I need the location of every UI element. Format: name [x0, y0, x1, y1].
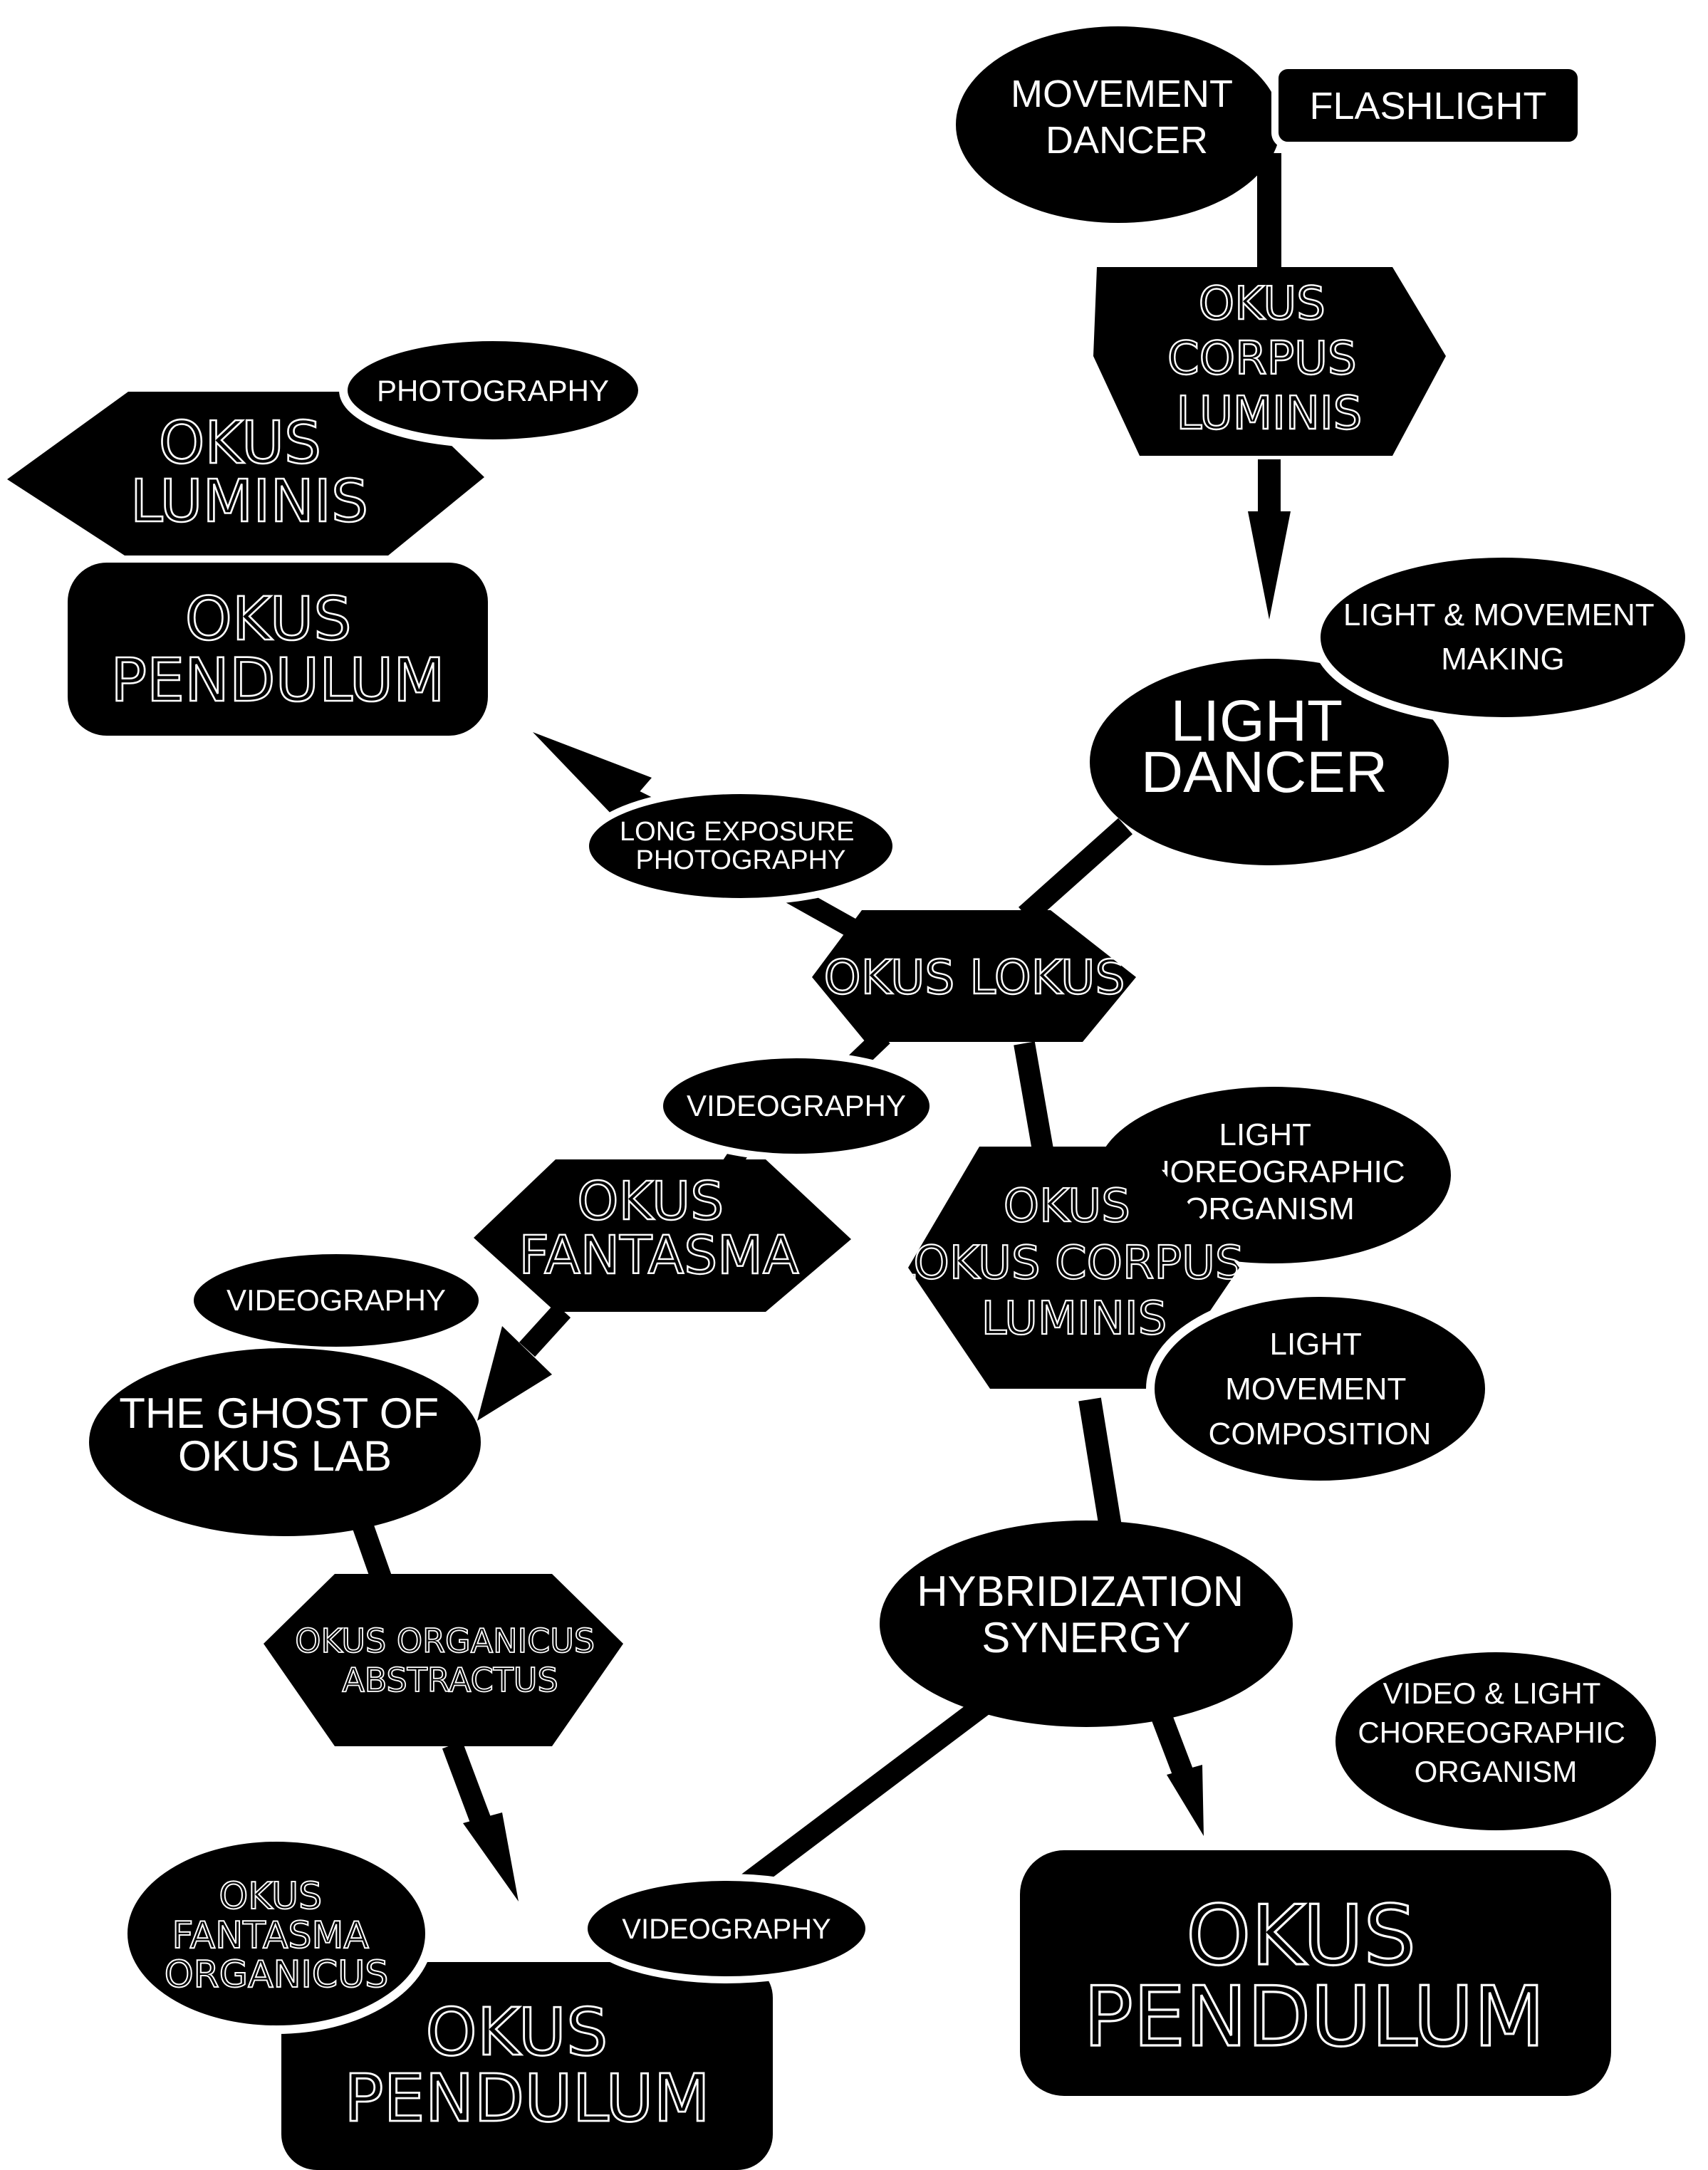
node-okus-corpus-luminis: OKUS CORPUS LUMINIS	[1093, 267, 1446, 456]
okus-luminis-label: OKUS LUMINIS	[130, 410, 368, 536]
node-long-exposure-photography: LONG EXPOSURE PHOTOGRAPHY	[582, 787, 900, 905]
node-okus-fantasma-organicus: OKUS FANTASMA ORGANICUS	[119, 1833, 434, 2034]
okus-lokus-corpus-luminis-hexagon	[908, 1147, 1239, 1389]
node-okus-lokus-corpus-luminis: OKUS LOKUS CORPUS LUMINIS	[889, 1147, 1259, 1389]
hybridization-synergy-label: HYBRIDIZATION SYNERGY	[917, 1567, 1256, 1662]
okus-fantasma-hexagon	[474, 1159, 851, 1312]
node-light-movement-composition: LIGHT MOVEMENT COMPOSITION	[1146, 1288, 1494, 1489]
okus-pendulum-bottom-right-label: OKUS PENDULUM	[1083, 1888, 1545, 2065]
node-movement-dancer: MOVEMENT DANCER	[956, 26, 1281, 223]
edge-hybridization-to-videography-bottom	[730, 1697, 990, 1899]
photography-label: PHOTOGRAPHY	[377, 374, 609, 407]
okus-pendulum-top-left-label: OKUS PENDULUM	[110, 584, 444, 715]
okus-pendulum-top-left-box	[68, 563, 488, 736]
node-okus-pendulum-bottom-right: OKUS PENDULUM	[1020, 1850, 1611, 2096]
node-okus-pendulum-bottom-left: OKUS PENDULUM	[281, 1962, 773, 2170]
videography-left-label: VIDEOGRAPHY	[226, 1283, 446, 1317]
movement-dancer-label: MOVEMENT DANCER	[1011, 73, 1243, 162]
arrow-head-to-okus-pendulum-bottom-left	[463, 1812, 519, 1902]
light-dancer-label: LIGHT DANCER	[1141, 689, 1387, 805]
node-videography-left: VIDEOGRAPHY	[187, 1247, 486, 1354]
arrow-head-to-light-dancer	[1248, 511, 1291, 620]
node-light-dancer: LIGHT DANCER	[1090, 659, 1449, 865]
light-movement-composition-ellipse	[1146, 1288, 1494, 1489]
okus-luminis-hexagon	[7, 392, 484, 555]
long-exposure-photography-label: LONG EXPOSURE PHOTOGRAPHY	[620, 817, 862, 875]
ghost-of-okus-lab-ellipse	[89, 1348, 481, 1536]
video-light-choreographic-organism-label: VIDEO & LIGHT CHOREOGRAPHIC ORGANISM	[1358, 1676, 1633, 1788]
node-okus-pendulum-top-left: OKUS PENDULUM	[68, 563, 488, 736]
photography-ellipse	[339, 333, 647, 448]
okus-organicus-abstractus-hexagon	[264, 1574, 623, 1746]
videography-bottom-label: VIDEOGRAPHY	[622, 1914, 830, 1945]
videography-upper-label: VIDEOGRAPHY	[687, 1089, 906, 1122]
edge-fantasma-to-ghost-lab	[519, 1303, 571, 1357]
okus-lokus-hexagon	[812, 910, 1136, 1042]
videography-left-ellipse	[187, 1247, 486, 1354]
hybridization-synergy-ellipse	[880, 1520, 1293, 1727]
videography-upper-ellipse	[656, 1051, 937, 1161]
long-exposure-photography-ellipse	[582, 787, 900, 905]
movement-dancer-ellipse	[956, 26, 1281, 223]
edge-organicus-to-pendulum-bottom-left	[442, 1741, 495, 1835]
node-videography-bottom: VIDEOGRAPHY	[580, 1874, 873, 1983]
okus-pendulum-bottom-left-box	[281, 1962, 773, 2170]
ghost-of-okus-lab-label: THE GHOST OF OKUS LAB	[119, 1389, 451, 1480]
okus-lokus-label: OKUS LOKUS	[824, 950, 1125, 1005]
light-movement-making-label: LIGHT & MOVEMENT MAKING	[1343, 598, 1662, 677]
okus-lokus-corpus-luminis-label: OKUS LOKUS CORPUS LUMINIS	[890, 1180, 1259, 1345]
node-light-movement-making: LIGHT & MOVEMENT MAKING	[1312, 549, 1694, 726]
okus-corpus-luminis-hexagon	[1093, 267, 1446, 456]
light-dancer-ellipse	[1090, 659, 1449, 865]
okus-corpus-luminis-label: OKUS CORPUS LUMINIS	[1167, 278, 1371, 440]
video-light-choreographic-organism-ellipse	[1335, 1652, 1656, 1830]
edge-lokus-corpus-luminis-to-hybridization	[1078, 1397, 1123, 1533]
light-movement-making-ellipse	[1312, 549, 1694, 726]
node-okus-luminis: OKUS LUMINIS	[7, 392, 484, 555]
okus-pendulum-bottom-left-label: OKUS PENDULUM	[344, 1994, 710, 2137]
light-movement-composition-label: LIGHT MOVEMENT COMPOSITION	[1209, 1327, 1432, 1451]
node-ghost-of-okus-lab: THE GHOST OF OKUS LAB	[89, 1348, 481, 1536]
okus-fantasma-organicus-ellipse	[119, 1833, 434, 2034]
node-hybridization-synergy: HYBRIDIZATION SYNERGY	[880, 1520, 1293, 1727]
node-videography-upper: VIDEOGRAPHY	[656, 1051, 937, 1161]
edge-light-dancer-to-okus-lokus	[1019, 818, 1132, 924]
node-okus-fantasma: OKUS FANTASMA	[474, 1159, 851, 1312]
arrow-head-to-okus-pendulum-bottom-right	[1167, 1765, 1204, 1836]
videography-bottom-ellipse	[580, 1874, 873, 1983]
arrow-head-to-ghost-of-okus-lab	[477, 1326, 552, 1421]
node-photography: PHOTOGRAPHY	[339, 333, 647, 448]
arrow-head-to-okus-pendulum-top-left	[533, 732, 652, 819]
node-okus-organicus-abstractus: OKUS ORGANICUS ABSTRACTUS	[264, 1574, 623, 1746]
edge-okus-lokus-to-lokus-corpus-luminis	[1014, 1041, 1054, 1156]
okus-fantasma-organicus-label: OKUS FANTASMA ORGANICUS	[165, 1875, 389, 1996]
node-okus-lokus: OKUS LOKUS	[812, 910, 1136, 1042]
flashlight-box	[1271, 62, 1585, 149]
okus-organicus-abstractus-label: OKUS ORGANICUS ABSTRACTUS	[295, 1622, 605, 1699]
okus-pendulum-bottom-right-box	[1020, 1850, 1611, 2096]
node-video-light-choreographic-organism: VIDEO & LIGHT CHOREOGRAPHIC ORGANISM	[1335, 1652, 1656, 1830]
node-flashlight: FLASHLIGHT	[1271, 62, 1585, 149]
flashlight-label: FLASHLIGHT	[1309, 85, 1546, 127]
okus-fantasma-label: OKUS FANTASMA	[519, 1171, 799, 1286]
